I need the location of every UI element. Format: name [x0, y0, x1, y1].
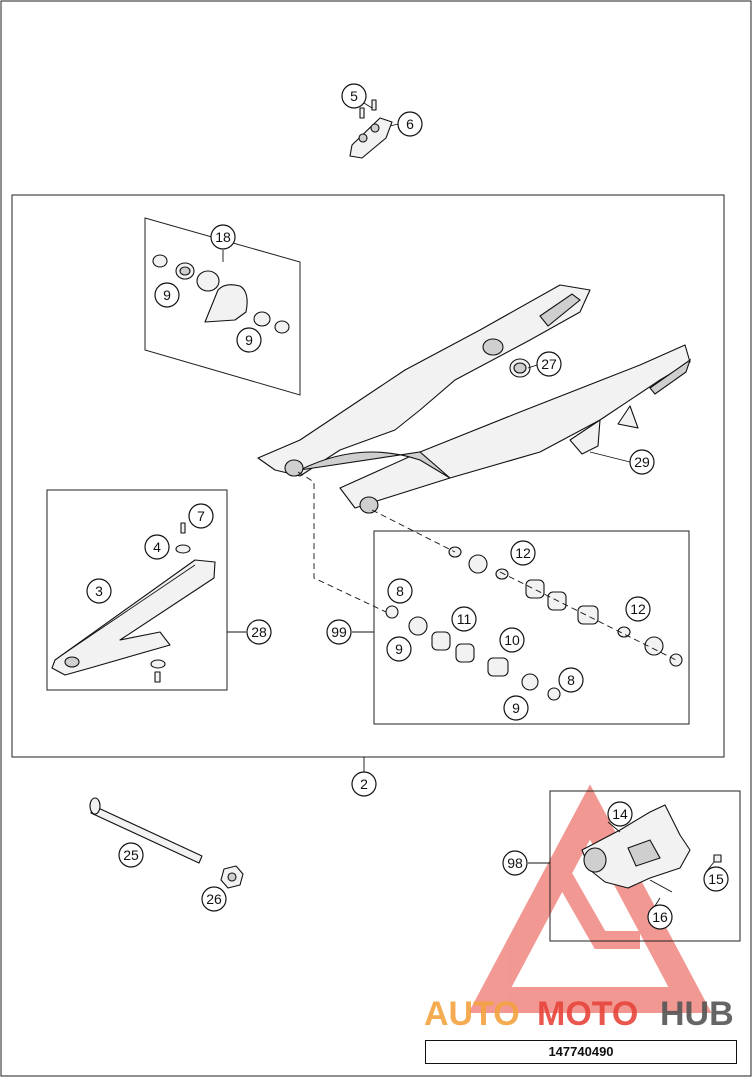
svg-text:7: 7 — [197, 508, 205, 524]
svg-text:12: 12 — [515, 545, 531, 561]
callout-26: 26 — [201, 886, 227, 912]
callout-2: 2 — [351, 771, 377, 797]
svg-text:5: 5 — [350, 88, 358, 104]
pivot-bearing-kit-drawing — [152, 254, 290, 334]
callout-4: 4 — [144, 534, 170, 560]
svg-text:25: 25 — [123, 847, 139, 863]
callout-3: 3 — [86, 578, 112, 604]
svg-text:99: 99 — [331, 624, 347, 640]
svg-text:MOTO: MOTO — [537, 995, 638, 1033]
callout-6: 6 — [397, 111, 423, 137]
svg-text:3: 3 — [95, 583, 103, 599]
chain-guide-bracket-drawing — [349, 99, 393, 159]
callout-8a: 8 — [387, 578, 413, 604]
leader-lines — [222, 102, 715, 910]
svg-text:6: 6 — [406, 116, 414, 132]
swingarm-assembly-frame — [11, 194, 725, 758]
callout-16: 16 — [647, 904, 673, 930]
diagram-id-box: 147740490 — [425, 1040, 737, 1064]
svg-text:8: 8 — [567, 672, 575, 688]
callout-7: 7 — [188, 503, 214, 529]
svg-text:2: 2 — [360, 776, 368, 792]
svg-text:9: 9 — [395, 641, 403, 657]
callout-14: 14 — [607, 801, 633, 827]
svg-text:10: 10 — [504, 632, 520, 648]
callout-27: 27 — [536, 351, 562, 377]
svg-text:27: 27 — [541, 356, 557, 372]
svg-text:26: 26 — [206, 891, 222, 907]
watermark-logo — [468, 784, 712, 1013]
svg-text:9: 9 — [512, 700, 520, 716]
callout-5: 5 — [341, 83, 367, 109]
callout-9b: 9 — [236, 327, 262, 353]
svg-text:8: 8 — [396, 583, 404, 599]
svg-text:29: 29 — [634, 454, 650, 470]
chain-guide-drawing — [581, 804, 722, 893]
callout-18: 18 — [210, 224, 236, 250]
callout-12b: 12 — [625, 596, 651, 622]
svg-text:9: 9 — [245, 332, 253, 348]
axle-drawing — [89, 797, 244, 889]
bushing-27-drawing — [509, 358, 531, 378]
callout-15: 15 — [703, 866, 729, 892]
svg-text:9: 9 — [163, 287, 171, 303]
callout-25: 25 — [118, 842, 144, 868]
callout-10: 10 — [499, 627, 525, 653]
swingarm-drawing — [257, 284, 692, 514]
callout-11: 11 — [451, 606, 477, 632]
callout-29: 29 — [629, 449, 655, 475]
callout-28: 28 — [246, 619, 272, 645]
svg-text:AUTO: AUTO — [424, 995, 520, 1033]
callout-9c: 9 — [386, 636, 412, 662]
watermark-text: AUTO MOTO HUB — [424, 995, 734, 1033]
svg-text:12: 12 — [630, 601, 646, 617]
pivot-bearing-kit-frame — [144, 217, 301, 396]
chain-guide-kit-frame — [549, 790, 741, 942]
callout-12a: 12 — [510, 540, 536, 566]
callout-99: 99 — [326, 619, 352, 645]
callout-98: 98 — [502, 850, 528, 876]
callout-9a: 9 — [154, 282, 180, 308]
svg-text:15: 15 — [708, 871, 724, 887]
bearing-kit-drawing — [385, 546, 683, 701]
callout-9d: 9 — [503, 695, 529, 721]
assembly-axis-lines — [297, 471, 677, 661]
svg-text:18: 18 — [215, 229, 231, 245]
svg-text:11: 11 — [457, 611, 472, 627]
svg-text:4: 4 — [153, 539, 161, 555]
svg-text:HUB: HUB — [660, 995, 734, 1033]
svg-text:16: 16 — [652, 909, 668, 925]
chain-slider-kit-frame — [46, 489, 228, 691]
svg-text:28: 28 — [251, 624, 267, 640]
svg-text:98: 98 — [507, 855, 523, 871]
bearing-kit-frame — [373, 530, 690, 725]
chain-slider-drawing — [51, 522, 216, 683]
svg-text:14: 14 — [612, 806, 628, 822]
callout-8b: 8 — [558, 667, 584, 693]
